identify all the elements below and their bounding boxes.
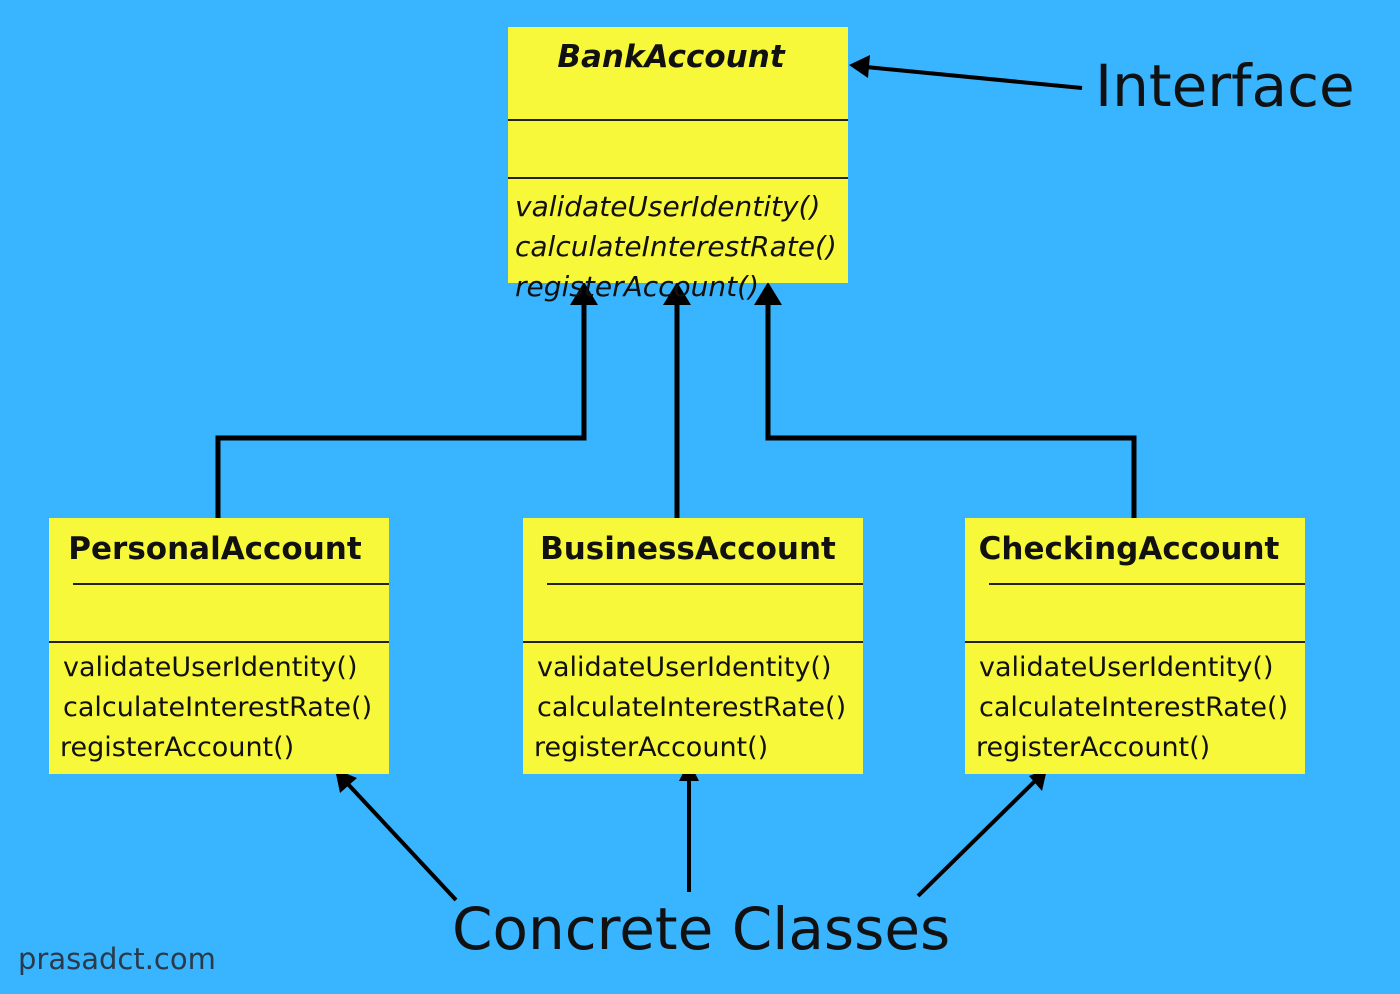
method-list: validateUserIdentity() calculateInterest… (49, 648, 389, 768)
arrowhead-business (663, 282, 691, 305)
method: validateUserIdentity() (63, 652, 358, 683)
method-list: validateUserIdentity() calculateInterest… (965, 648, 1305, 768)
class-name: CheckingAccount (978, 531, 1280, 567)
method-list: validateUserIdentity() calculateInterest… (508, 187, 848, 307)
arrowhead-checking (754, 282, 782, 305)
inheritance-line-personal (215, 300, 587, 518)
class-box-personalaccount: PersonalAccount validateUserIdentity() c… (49, 518, 389, 774)
divider (547, 583, 863, 585)
method: registerAccount() (515, 270, 759, 303)
method: registerAccount() (534, 732, 769, 763)
method: calculateInterestRate() (537, 692, 847, 723)
concrete-pointer-checking-arrowhead (1029, 769, 1047, 791)
method: calculateInterestRate() (515, 230, 837, 263)
method: validateUserIdentity() (979, 652, 1274, 683)
divider (965, 641, 1305, 643)
interface-annotation: Interface (1095, 52, 1355, 120)
interface-pointer-arrowhead (849, 55, 870, 78)
divider (73, 583, 389, 585)
class-box-businessaccount: BusinessAccount validateUserIdentity() c… (523, 518, 863, 774)
site-watermark: prasadct.com (18, 942, 216, 976)
method: calculateInterestRate() (979, 692, 1289, 723)
concrete-classes-annotation: Concrete Classes (452, 895, 951, 963)
interface-pointer-line (865, 65, 1083, 90)
method: registerAccount() (60, 732, 295, 763)
method: validateUserIdentity() (515, 190, 821, 223)
arrowhead-personal (570, 282, 598, 305)
divider (989, 583, 1305, 585)
divider (508, 119, 848, 121)
concrete-pointer-checking (916, 778, 1038, 898)
class-name: BusinessAccount (540, 531, 836, 567)
concrete-pointer-personal (344, 780, 458, 902)
method: calculateInterestRate() (63, 692, 373, 723)
inheritance-line-checking (765, 300, 1137, 518)
method: registerAccount() (976, 732, 1211, 763)
concrete-pointer-personal-arrowhead (335, 769, 357, 793)
method: validateUserIdentity() (537, 652, 832, 683)
class-name: BankAccount (557, 39, 785, 75)
divider (49, 641, 389, 643)
method-list: validateUserIdentity() calculateInterest… (523, 648, 863, 768)
divider (508, 177, 848, 179)
divider (523, 641, 863, 643)
class-box-checkingaccount: CheckingAccount validateUserIdentity() c… (965, 518, 1305, 774)
class-box-bankaccount: BankAccount validateUserIdentity() calcu… (508, 27, 848, 303)
class-name: PersonalAccount (68, 531, 362, 567)
